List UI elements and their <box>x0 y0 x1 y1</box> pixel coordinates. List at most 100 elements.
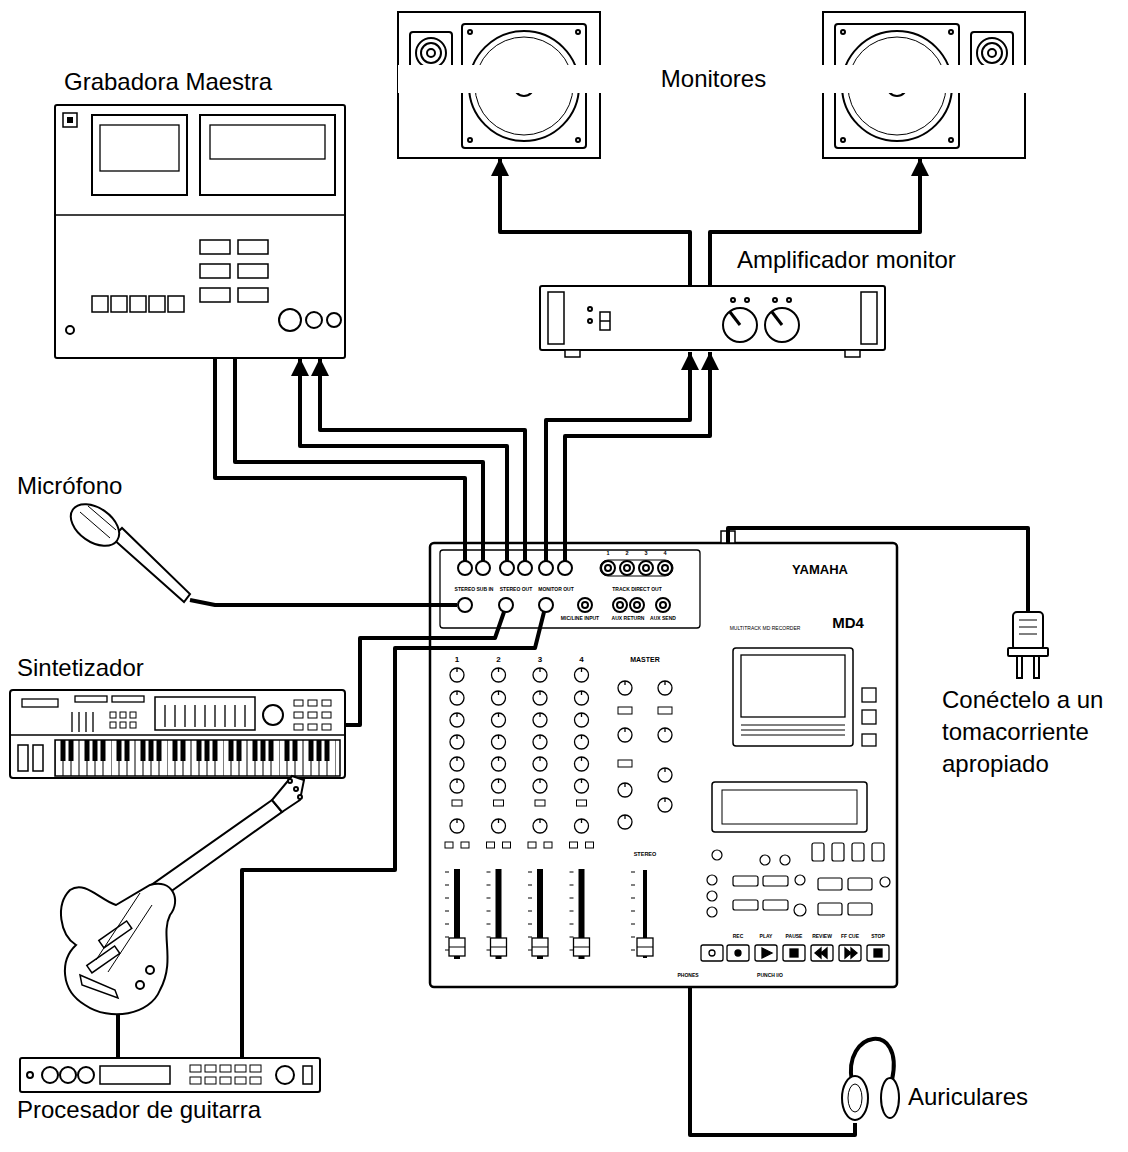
transport-button <box>874 949 882 957</box>
output-jack <box>458 561 472 575</box>
panel-label: STEREO OUT <box>499 587 534 592</box>
output-jack <box>458 560 673 576</box>
speaker-right <box>841 30 845 34</box>
recorder-drawing <box>200 240 230 254</box>
cable-connector <box>500 158 690 286</box>
input-jack <box>634 602 640 608</box>
device-label: Sintetizador <box>15 654 146 682</box>
speaker-left <box>576 138 580 142</box>
panel-label: PLAY <box>759 934 774 939</box>
speaker-left <box>468 30 472 34</box>
power-plug-drawing <box>1008 648 1048 656</box>
panel-label: MD4 <box>831 615 865 630</box>
cable-connector <box>300 358 507 543</box>
amplifier-drawing <box>588 307 592 311</box>
master-section <box>658 728 672 742</box>
channel-strip <box>528 668 552 958</box>
synthesizer-drawing <box>155 697 255 730</box>
amplifier-drawing <box>731 298 735 302</box>
processor-drawing <box>190 1077 201 1084</box>
master-section <box>658 768 672 782</box>
input-jack <box>578 598 592 612</box>
master-section <box>658 798 672 812</box>
processor-drawing <box>20 1058 320 1092</box>
output-jack <box>620 561 634 575</box>
control-button <box>848 878 872 890</box>
display-window <box>712 782 867 832</box>
headphones-drawing <box>881 1078 899 1118</box>
master-section <box>618 681 672 958</box>
processor-drawing <box>78 1067 94 1083</box>
input-jack <box>539 598 553 612</box>
synthesizer-drawing <box>294 712 303 718</box>
device-label: Procesador de guitarra <box>15 1096 263 1124</box>
recorder-drawing <box>279 309 301 331</box>
output-jack <box>643 565 649 571</box>
recorder-drawing <box>327 313 341 327</box>
panel-label: AUX RETURN <box>611 616 646 621</box>
synthesizer-drawing <box>322 712 331 718</box>
device-label: Monitores <box>398 65 1029 93</box>
panel-label: 4 <box>578 656 584 664</box>
guitar-drawing <box>87 946 120 973</box>
speaker-left <box>421 43 441 63</box>
synthesizer-drawing <box>322 700 331 706</box>
headphones: Auriculares <box>840 1035 900 1123</box>
synthesizer-drawing <box>18 745 28 771</box>
transport-button <box>735 950 741 956</box>
control-button <box>763 900 788 910</box>
input-jack <box>617 602 623 608</box>
control-button <box>794 904 806 916</box>
channel-strip <box>445 668 594 958</box>
control-button <box>733 900 758 910</box>
transport-button <box>811 945 833 961</box>
transport-button <box>701 945 889 961</box>
guitar-drawing <box>146 966 154 974</box>
transport-button <box>709 950 715 956</box>
device-label: Conéctelo a un tomacorriente apropiado <box>940 684 1124 780</box>
master-section <box>618 815 632 829</box>
cable-connector <box>345 638 430 725</box>
transport-button <box>790 949 798 957</box>
panel-label: FF CUE <box>840 934 860 939</box>
panel-label: REC <box>732 934 745 939</box>
panel-label: 2 <box>624 551 629 557</box>
amplifier-drawing <box>600 320 610 322</box>
cable-connector <box>320 358 525 543</box>
recorder-drawing <box>67 117 73 123</box>
synthesizer-drawing <box>130 722 136 728</box>
microphone: Micrófono <box>72 508 190 604</box>
output-jack <box>639 561 653 575</box>
cable-end <box>430 603 457 607</box>
recorder-drawing <box>200 264 230 278</box>
processor-drawing <box>42 1067 58 1083</box>
output-jack <box>624 565 630 571</box>
channel-strip <box>570 668 594 958</box>
processor-drawing <box>250 1077 261 1084</box>
md-slot <box>733 648 876 746</box>
mixer-drawing <box>430 531 897 987</box>
panel-label: 3 <box>537 656 543 664</box>
panel-label: MIC/LINE INPUT <box>560 616 600 621</box>
guitar-drawing <box>61 884 175 1015</box>
recorder-drawing <box>66 326 74 334</box>
amplifier-drawing <box>540 286 885 357</box>
speaker-left <box>576 30 580 34</box>
md-slot <box>733 648 853 746</box>
device-label: Amplificador monitor <box>735 246 958 274</box>
processor-drawing <box>190 1065 201 1072</box>
transport-button <box>845 948 857 958</box>
synthesizer-drawing <box>10 734 345 735</box>
input-jack <box>458 598 472 612</box>
output-jack <box>558 561 572 575</box>
processor-drawing <box>20 1058 320 1092</box>
transport-button <box>762 948 772 958</box>
panel-label: STEREO SUB IN <box>454 587 495 592</box>
synthesizer: Sintetizador <box>10 690 345 778</box>
synthesizer-drawing <box>33 745 43 771</box>
master-recorder: Grabadora Maestra <box>55 105 345 358</box>
synthesizer-drawing <box>308 724 317 730</box>
guitar-drawing <box>298 795 302 799</box>
